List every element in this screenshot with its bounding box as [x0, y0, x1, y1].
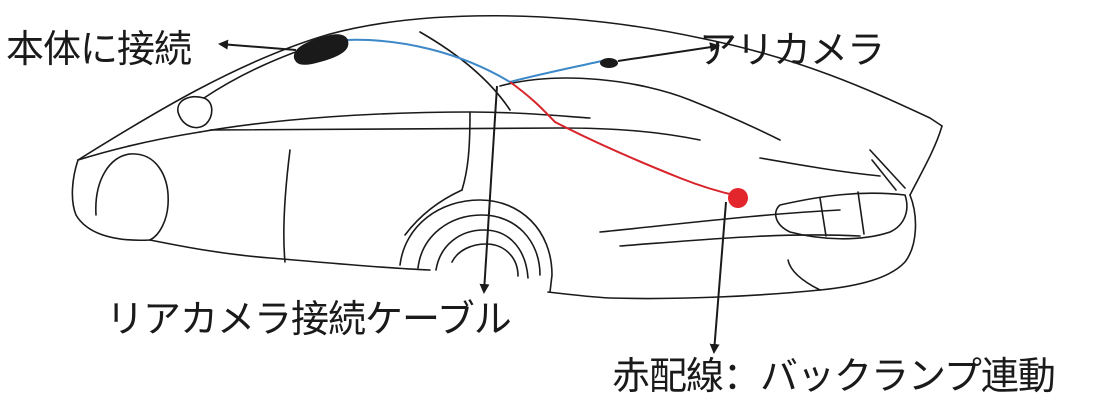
arrow-to-rear-cable — [479, 85, 498, 294]
car-sill — [149, 239, 431, 271]
main-unit-label: 本体に接続 — [6, 27, 192, 71]
rear-wheel-arch-inner — [417, 214, 541, 276]
car-roof-line — [77, 14, 943, 161]
car-hood-line — [77, 131, 201, 161]
belt-line — [209, 127, 701, 141]
side-mirror — [177, 96, 213, 129]
car-outline — [71, 14, 943, 300]
rear-quarter-line-2 — [619, 234, 861, 247]
rear-camera-cable-label: リアカメラ接続ケーブル — [106, 297, 512, 341]
dashcam-unit-icon — [293, 34, 349, 65]
car-lower-body — [547, 289, 821, 300]
arrow-to-red-wire — [709, 201, 727, 354]
rear-wheel-top — [451, 243, 519, 277]
c-pillar — [419, 31, 511, 111]
car-front — [71, 159, 151, 242]
car-rear-bumper — [819, 194, 917, 291]
arrow-to-main-unit — [218, 39, 297, 51]
trunk-lid-line — [759, 157, 881, 177]
blue-cable-main-segment — [345, 38, 511, 83]
blue-cable-rear-segment — [509, 59, 607, 83]
trunk-edge — [869, 149, 906, 189]
tail-light-detail-1 — [819, 197, 827, 237]
door-line-rear — [404, 189, 463, 236]
red-cable — [509, 81, 739, 197]
door-line-front — [283, 149, 291, 263]
red-wire-label: 赤配線：バックランプ連動 — [612, 354, 1056, 398]
window-lower-line — [199, 111, 591, 133]
tail-light-detail-3 — [871, 159, 897, 191]
tail-light-detail-2 — [857, 191, 865, 235]
rear-camera-icon — [600, 58, 618, 68]
rear-wheel-arch-outer — [399, 199, 553, 293]
rear-quarter-line — [599, 209, 841, 233]
rear-wheel-arch-mid — [435, 229, 529, 279]
arrow-to-rear-camera — [617, 42, 720, 62]
rear-window — [499, 77, 781, 141]
tail-light — [774, 192, 908, 240]
rear-underside — [787, 259, 821, 291]
rear-camera-label: アリカメラ — [699, 28, 885, 72]
window-rear-pillar — [461, 111, 471, 191]
red-dot-icon — [728, 188, 748, 208]
car-trunk-line — [909, 125, 943, 196]
front-wheel-arch — [95, 153, 169, 241]
